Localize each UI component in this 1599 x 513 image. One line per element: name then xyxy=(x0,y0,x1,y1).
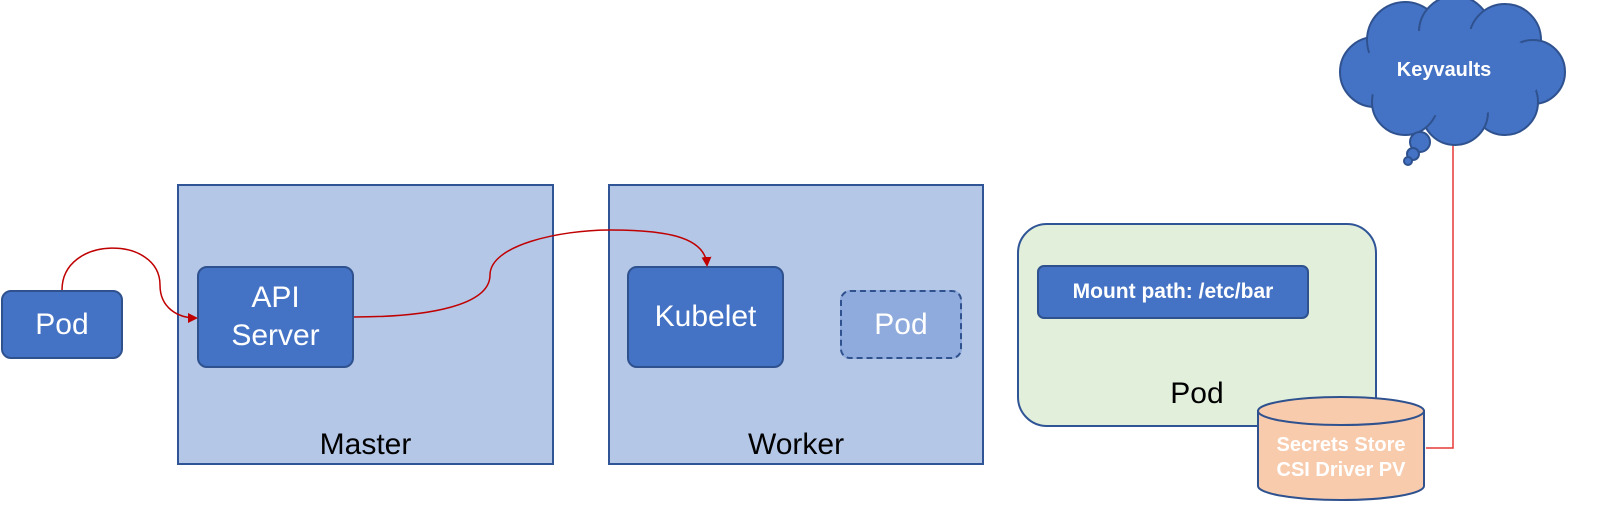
csi-driver-pv-cylinder-icon: Secrets Store CSI Driver PV xyxy=(1257,396,1425,501)
connector-keyvault-to-csi xyxy=(1426,140,1454,449)
worker-pod-label: Pod xyxy=(874,307,928,341)
kubelet-node: Kubelet xyxy=(627,266,784,368)
mount-path-label: Mount path: /etc/bar xyxy=(1072,280,1274,303)
api-server-node: API Server xyxy=(197,266,354,368)
api-server-label-line1: API xyxy=(251,281,300,314)
keyvaults-label: Keyvaults xyxy=(1397,59,1492,81)
external-pod-label: Pod xyxy=(35,307,89,341)
mount-path-node: Mount path: /etc/bar xyxy=(1037,265,1309,319)
app-pod-label: Pod xyxy=(1170,377,1224,410)
worker-pod-node: Pod xyxy=(840,290,962,359)
external-pod-node: Pod xyxy=(1,290,123,359)
arrow-api-server-to-kubelet xyxy=(353,229,712,318)
master-label: Master xyxy=(319,428,412,461)
app-pod-box: Pod xyxy=(1017,223,1377,427)
kubelet-label: Kubelet xyxy=(654,300,757,333)
api-server-label-line2: Server xyxy=(231,319,320,352)
keyvaults-cloud-icon: Keyvaults xyxy=(1339,0,1566,166)
csi-label-line1: Secrets Store xyxy=(1277,434,1406,456)
worker-label: Worker xyxy=(747,428,845,461)
arrow-pod-to-api-server xyxy=(61,247,198,323)
csi-label-line2: CSI Driver PV xyxy=(1277,459,1407,481)
